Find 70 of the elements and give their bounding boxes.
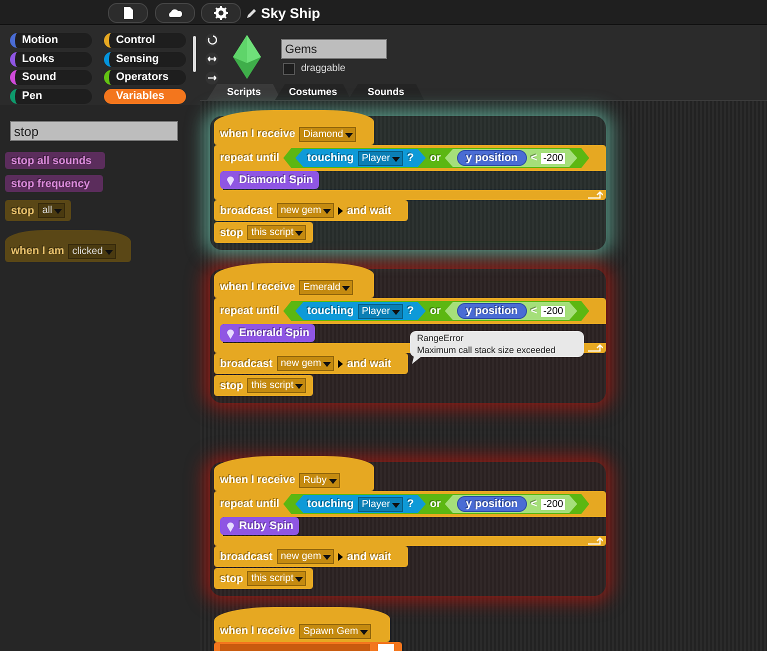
block-label: and wait [347, 550, 392, 562]
block-label: when I receive [220, 625, 296, 637]
block-label: < [530, 305, 538, 317]
number-input: -200 [541, 152, 566, 164]
category-button: Variables [104, 89, 186, 104]
block-label: or [430, 498, 441, 510]
category-button: Looks [10, 52, 92, 67]
dropdown-field: new gem [276, 549, 334, 564]
dropdown-field: Player [358, 150, 404, 166]
reporter-block: y position [456, 303, 527, 319]
dropdown-field: clicked [68, 244, 116, 258]
dropdown-field: Diamond [299, 126, 356, 142]
dropdown-field: all [38, 203, 66, 218]
number-input: -200 [541, 498, 566, 510]
block-label: repeat until [220, 498, 280, 510]
block-label: and wait [347, 358, 392, 370]
dropdown-field: Spawn Gem [299, 624, 372, 638]
dropdown-field: this script [247, 378, 306, 393]
block-label: when I receive [220, 128, 296, 140]
project-title: Sky Ship [261, 5, 320, 21]
block-label: Diamond Spin [239, 174, 313, 186]
block-label: ? [407, 498, 414, 510]
dropdown-field: Player [358, 304, 404, 318]
error-message: Maximum call stack size exceeded [417, 344, 557, 356]
dropdown-field: Emerald [299, 280, 354, 294]
block-label: repeat until [220, 152, 280, 164]
dropdown-field: this script [247, 571, 306, 586]
block-label: broadcast [220, 204, 273, 216]
block-label: stop all sounds [11, 154, 92, 166]
block-label: or [430, 152, 441, 164]
category-button: Sensing [104, 52, 186, 67]
dropdown-field: new gem [276, 203, 334, 218]
block-label: stop [220, 226, 244, 238]
category-button: Sound [10, 70, 92, 85]
block-label: ? [407, 152, 414, 164]
number-input: -200 [541, 306, 566, 316]
block-label: when I am [11, 245, 64, 257]
error-title: RangeError [417, 332, 465, 344]
block-label: touching [307, 498, 354, 510]
block-label: and wait [347, 204, 392, 216]
block-label: broadcast [220, 550, 273, 562]
block-label: broadcast [220, 358, 273, 370]
reporter-block: y position [456, 496, 527, 512]
dropdown-field: new gem [276, 356, 334, 371]
block-label: touching [307, 305, 354, 317]
block-label: < [530, 498, 538, 510]
block-label: Ruby Spin [239, 520, 294, 532]
block-label: stop [11, 204, 34, 216]
name-field: Gems [281, 39, 387, 59]
block-label: when I receive [220, 474, 296, 486]
block-label: touching [307, 152, 354, 164]
block-label: when I receive [220, 281, 296, 293]
block-label: stop frequency [11, 178, 90, 190]
category-button: Operators [104, 70, 186, 85]
checkbox-label: draggable [301, 63, 346, 76]
block-label: stop [220, 572, 244, 584]
reporter-block: y position [456, 150, 527, 166]
block-label: stop [220, 380, 244, 392]
category-button: Motion [10, 33, 92, 48]
category-button: Control [104, 33, 186, 48]
dropdown-field: Player [358, 496, 404, 512]
dropdown-field: Ruby [299, 472, 340, 488]
block-label: or [430, 305, 441, 317]
block-label: repeat until [220, 305, 280, 317]
block-label: ? [407, 305, 414, 317]
category-button: Pen [10, 89, 92, 104]
block-label: < [530, 152, 538, 164]
dropdown-field: this script [247, 225, 306, 240]
block-label: Emerald Spin [239, 327, 310, 339]
search-field: stop [10, 121, 178, 141]
